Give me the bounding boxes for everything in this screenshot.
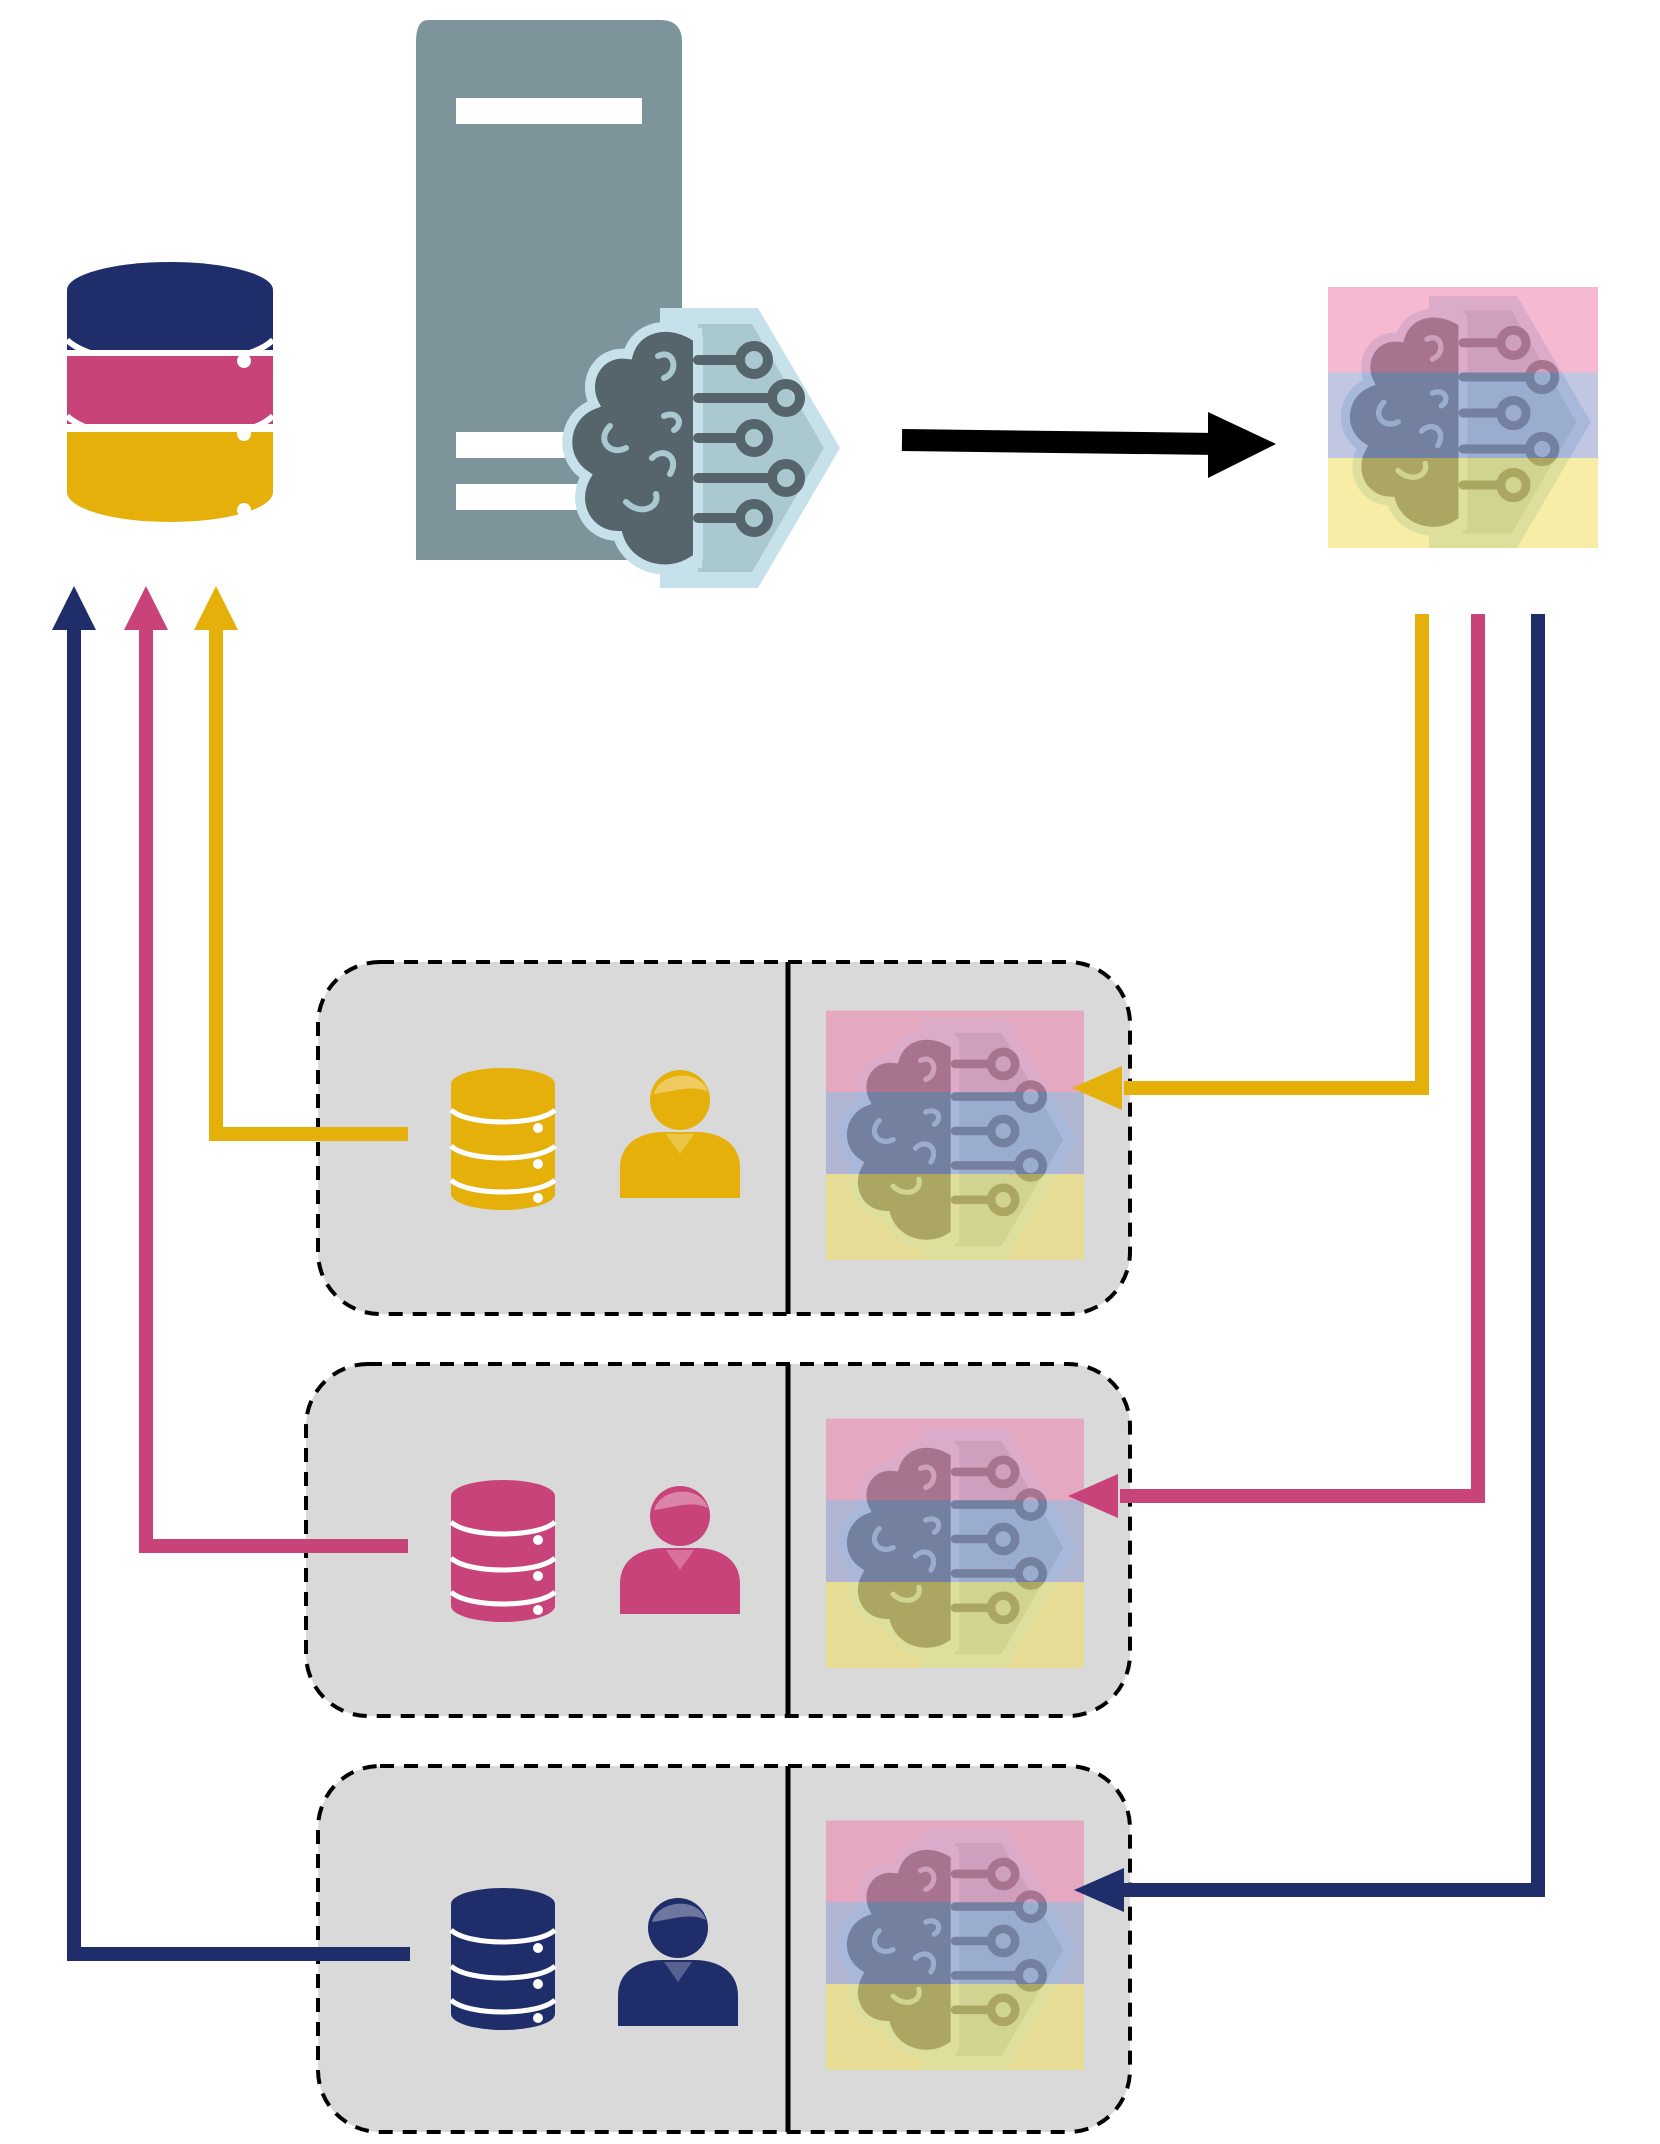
connector-pink-to-database — [124, 586, 408, 1553]
client-pink-database-icon — [451, 1480, 555, 1622]
client-navy-ai-brain-icon — [826, 1821, 1084, 2070]
transfer-arrow — [901, 412, 1276, 478]
client-navy-database-icon — [451, 1888, 555, 2030]
client-gold-ai-brain-icon — [826, 1011, 1084, 1260]
global-model-ai-brain-icon — [1328, 287, 1598, 548]
connector-global-to-pink — [1068, 614, 1485, 1518]
client-gold-database-icon — [451, 1068, 555, 1210]
central-database-icon — [64, 262, 276, 522]
connector-global-to-gold — [1072, 614, 1429, 1110]
connector-gold-to-database — [194, 586, 408, 1141]
client-pink-ai-brain-icon — [826, 1419, 1084, 1668]
connector-navy-to-database — [52, 586, 410, 1961]
connector-global-to-navy — [1074, 614, 1545, 1912]
